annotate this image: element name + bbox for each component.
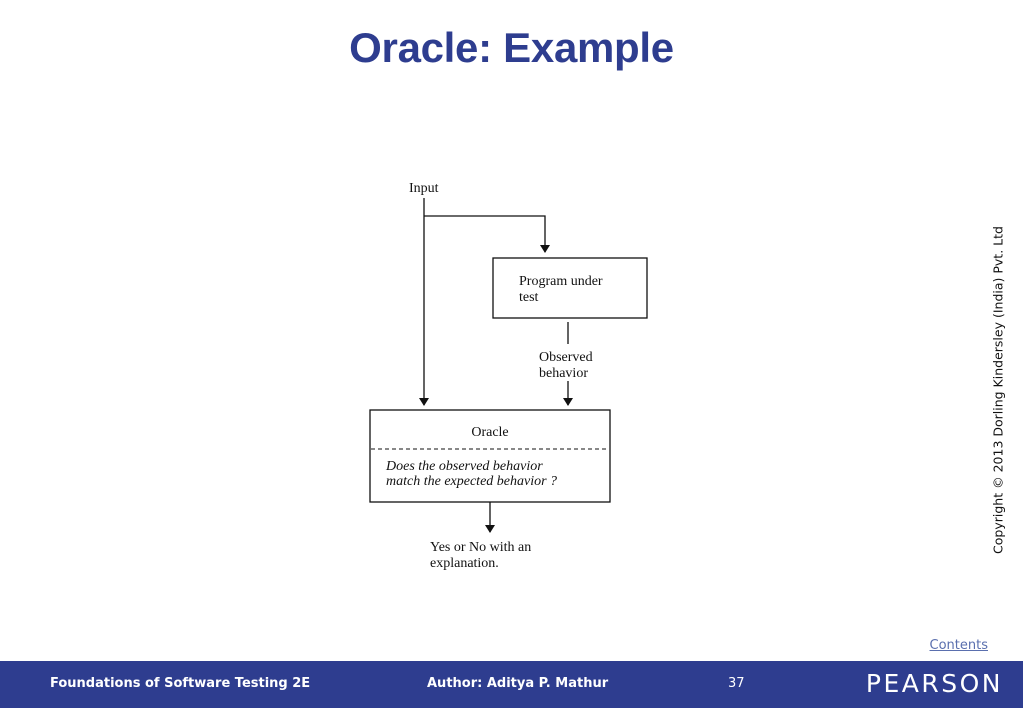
footer-page-number: 37 (728, 676, 745, 691)
output-label-line2: explanation. (430, 556, 499, 571)
copyright-notice: Copyright © 2013 Dorling Kindersley (Ind… (990, 226, 1006, 554)
program-under-test-box (492, 257, 648, 319)
input-to-program-arrow (424, 215, 550, 253)
input-label: Input (409, 181, 439, 196)
oracle-box-title: Oracle (471, 425, 508, 440)
program-box-line1: Program under (519, 274, 603, 289)
observed-label-line1: Observed (539, 350, 593, 365)
observed-label-line2: behavior (539, 366, 588, 381)
output-label-line1: Yes or No with an (430, 540, 531, 555)
oracle-box (369, 409, 611, 503)
pearson-logo: PEARSON (865, 669, 1003, 698)
slide-title: Oracle: Example (349, 24, 674, 71)
oracle-question-line2: match the expected behavior ? (386, 474, 557, 489)
contents-link[interactable]: Contents (929, 638, 988, 653)
footer-book-title: Foundations of Software Testing 2E (50, 676, 311, 691)
footer-author: Author: Aditya P. Mathur (427, 676, 609, 691)
program-box-line2: test (519, 290, 539, 305)
footer-bar: Foundations of Software Testing 2E Autho… (0, 661, 1023, 708)
oracle-question-line1: Does the observed behavior (385, 459, 543, 474)
